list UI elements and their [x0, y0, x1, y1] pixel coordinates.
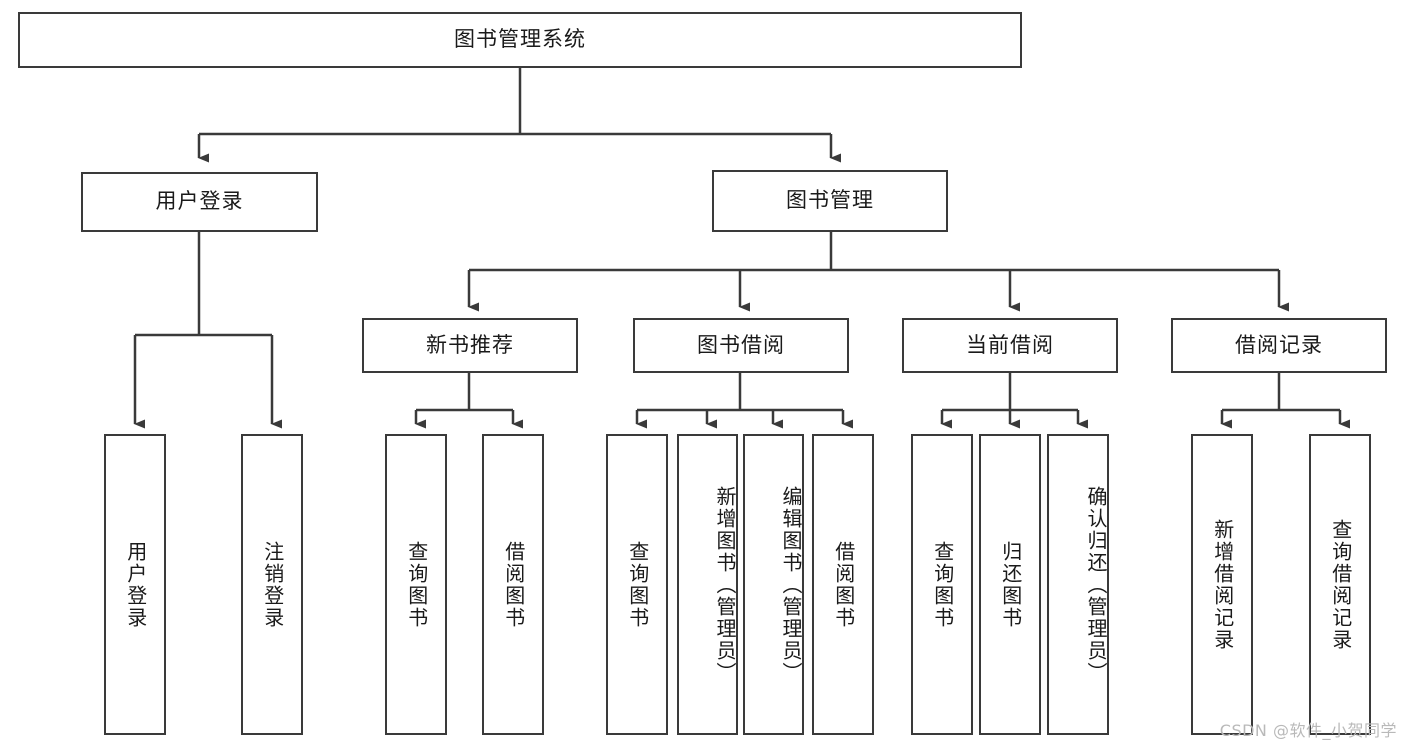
leaf-add-book-label: 新增图书（管理员）	[713, 485, 737, 684]
leaf-add-book[interactable]: 新增图书（管理员）	[677, 434, 738, 735]
node-book-manage[interactable]: 图书管理	[712, 170, 948, 232]
leaf-query-record[interactable]: 查询借阅记录	[1309, 434, 1371, 735]
leaf-return-book-label: 归还图书	[998, 540, 1023, 629]
leaf-confirm-return[interactable]: 确认归还（管理员）	[1047, 434, 1109, 735]
node-current-borrow[interactable]: 当前借阅	[902, 318, 1118, 373]
leaf-user-login[interactable]: 用户登录	[104, 434, 166, 735]
leaf-user-logout-label: 注销登录	[260, 540, 285, 629]
leaf-add-record-label: 新增借阅记录	[1210, 518, 1235, 651]
node-user-login[interactable]: 用户登录	[81, 172, 318, 232]
node-borrow-record[interactable]: 借阅记录	[1171, 318, 1387, 373]
leaf-query-book-1[interactable]: 查询图书	[385, 434, 447, 735]
leaf-user-logout[interactable]: 注销登录	[241, 434, 303, 735]
leaf-edit-book[interactable]: 编辑图书（管理员）	[743, 434, 804, 735]
node-root[interactable]: 图书管理系统	[18, 12, 1022, 68]
leaf-user-login-label: 用户登录	[123, 540, 148, 629]
leaf-query-book-3[interactable]: 查询图书	[911, 434, 973, 735]
leaf-borrow-book-1-label: 借阅图书	[501, 540, 526, 629]
node-book-manage-label: 图书管理	[786, 188, 874, 213]
node-book-borrow[interactable]: 图书借阅	[633, 318, 849, 373]
leaf-query-book-2[interactable]: 查询图书	[606, 434, 668, 735]
leaf-confirm-return-label: 确认归还（管理员）	[1084, 485, 1108, 684]
node-new-book-rec-label: 新书推荐	[426, 332, 514, 357]
node-new-book-rec[interactable]: 新书推荐	[362, 318, 578, 373]
node-user-login-label: 用户登录	[155, 189, 244, 214]
leaf-query-book-3-label: 查询图书	[930, 540, 955, 629]
watermark-text: CSDN @软件_小贺同学	[1219, 721, 1397, 740]
leaf-borrow-book-2[interactable]: 借阅图书	[812, 434, 874, 735]
leaf-query-record-label: 查询借阅记录	[1328, 518, 1353, 651]
leaf-edit-book-label: 编辑图书（管理员）	[779, 485, 803, 684]
node-current-borrow-label: 当前借阅	[966, 332, 1054, 357]
leaf-query-book-1-label: 查询图书	[404, 540, 429, 629]
node-borrow-record-label: 借阅记录	[1235, 332, 1323, 357]
leaf-borrow-book-1[interactable]: 借阅图书	[482, 434, 544, 735]
leaf-borrow-book-2-label: 借阅图书	[831, 540, 856, 629]
leaf-query-book-2-label: 查询图书	[625, 540, 650, 629]
node-root-label: 图书管理系统	[454, 27, 586, 52]
leaf-add-record[interactable]: 新增借阅记录	[1191, 434, 1253, 735]
leaf-return-book[interactable]: 归还图书	[979, 434, 1041, 735]
node-book-borrow-label: 图书借阅	[697, 332, 785, 357]
